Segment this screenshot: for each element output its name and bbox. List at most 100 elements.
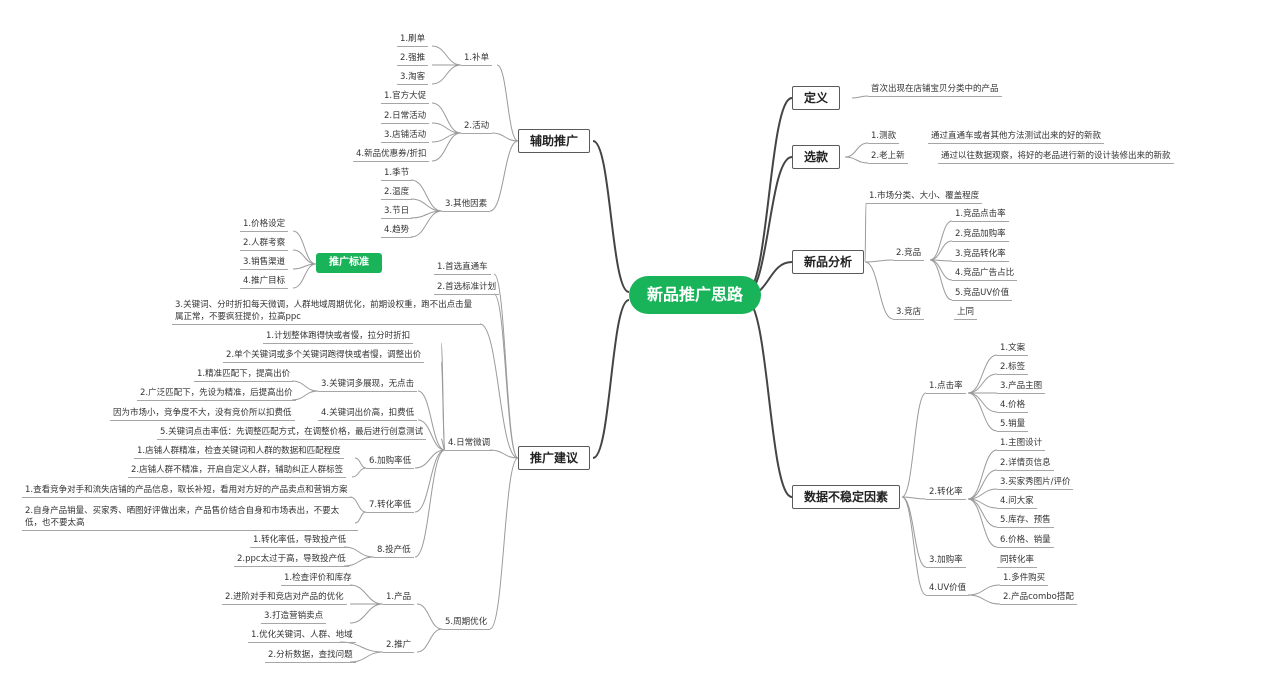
topic-promotion-advice[interactable]: 推广建议 (518, 446, 591, 470)
cvr-item: 2.详情页信息 (997, 458, 1054, 471)
analysis-store: 3.竞店 (893, 307, 925, 320)
connector-line (343, 556, 375, 567)
ctr-item: 4.价格 (997, 400, 1029, 413)
connector-line (929, 259, 953, 281)
cvr-item: 4.问大家 (997, 496, 1037, 509)
act-item: 1.官方大促 (381, 91, 430, 104)
connector-line (351, 467, 367, 478)
unstable-cart: 3.加购率 (926, 555, 966, 568)
g8-item: 2.ppc太过于高，导致投产低 (234, 554, 349, 567)
connector-line (901, 392, 927, 498)
topic-unstable-factors[interactable]: 数据不稳定因素 (792, 485, 901, 509)
selection-2-text: 通过以往数据观察，将好的老品进行新的设计装修出来的新款 (938, 151, 1174, 164)
connector-line (864, 261, 894, 320)
aux-other: 3.其他因素 (442, 199, 491, 212)
connector-line (864, 202, 867, 263)
g4-text: 因为市场小，竞争度不大，没有竞价所以扣费低 (110, 408, 295, 421)
connector-line (417, 419, 446, 451)
connector-line (901, 496, 927, 500)
topic-auxiliary-promotion[interactable]: 辅助推广 (518, 129, 591, 153)
connector-line (967, 392, 998, 432)
connector-line (929, 220, 953, 261)
connector-line (489, 140, 519, 212)
connector-line (440, 361, 446, 451)
cvr-item: 6.价格、销量 (997, 535, 1054, 548)
supp-item: 1.刷单 (397, 34, 429, 47)
aux-supplement: 1.补单 (461, 53, 493, 66)
connector-line (491, 132, 519, 142)
connector-line (901, 496, 927, 596)
other-item: 1.季节 (381, 168, 413, 181)
connector-line (967, 498, 998, 548)
connector-line (292, 263, 317, 289)
connector-line (431, 45, 462, 66)
daily-g5: 5.关键词点击率低：先调整匹配方式，在调整价格，最后进行创意测试 (157, 427, 427, 440)
topic-promotion-standard[interactable]: 推广标准 (316, 253, 382, 273)
unstable-cvr: 2.转化率 (926, 487, 966, 500)
daily-item-1: 1.计划整体跑得快或者慢，拉分时折扣 (263, 331, 414, 344)
connector-line (745, 299, 793, 498)
connector-line (414, 449, 446, 558)
daily-g6: 6.加购率低 (366, 456, 415, 469)
connector-line (354, 511, 367, 524)
ctr-item: 2.标签 (997, 362, 1029, 375)
root-topic[interactable]: 新品推广思路 (629, 276, 762, 314)
analysis-store-text: 上同 (954, 307, 978, 320)
standard-item: 4.推广目标 (240, 276, 289, 289)
selection-2-label: 2.老上新 (868, 151, 908, 164)
connector-line (493, 293, 519, 459)
cvr-item: 3.买家秀图片/评价 (997, 477, 1074, 490)
connector-line (410, 179, 443, 212)
cvr-item: 5.库存、预售 (997, 515, 1054, 528)
prod-item: 1.检查评价和库存 (281, 573, 355, 586)
cvr-item: 1.主图设计 (997, 438, 1046, 451)
prod-item: 3.打造营销卖点 (261, 611, 327, 624)
topic-selection[interactable]: 选款 (792, 145, 841, 169)
connector-line (851, 95, 869, 99)
connector-line (349, 584, 384, 605)
g7-item: 2.自身产品销量、买家秀、晒图好评做出来，产品售价结合自身和市场表出，不要太低，… (22, 505, 358, 531)
uv-item: 1.多件购买 (1000, 573, 1049, 586)
connector-line (431, 64, 462, 85)
topic-new-product-analysis[interactable]: 新品分析 (792, 250, 865, 274)
connector-line (745, 156, 793, 295)
goods-item: 5.竞品UV价值 (952, 288, 1013, 301)
connector-line (479, 323, 519, 459)
g6-item: 2.店铺人群不精准，开启自定义人群，辅助纠正人群标签 (128, 465, 347, 478)
connector-line (844, 142, 869, 158)
connector-line (967, 469, 998, 500)
advice-step-3: 3.关键词、分时折扣每天微调，人群地域周期优化，前期设权重，跑不出点击量属正常，… (172, 299, 483, 325)
connector-line (929, 259, 953, 301)
connector-line (431, 102, 462, 134)
ctr-item: 5.销量 (997, 419, 1029, 432)
connector-line (901, 496, 927, 568)
connector-line (431, 132, 462, 162)
connector-line (349, 603, 384, 624)
advice-step-1: 1.首选直通车 (434, 262, 491, 275)
supp-item: 2.强推 (397, 53, 429, 66)
goods-item: 1.竞品点击率 (952, 209, 1009, 222)
ctr-item: 1.文案 (997, 343, 1029, 356)
analysis-market: 1.市场分类、大小、覆盖程度 (866, 191, 983, 204)
connector-line (414, 449, 446, 469)
connector-line (967, 584, 1001, 596)
connector-line (967, 449, 998, 500)
unstable-ctr: 1.点击率 (926, 381, 966, 394)
aux-activity: 2.活动 (461, 121, 493, 134)
connector-line (410, 198, 443, 212)
connector-line (592, 299, 630, 459)
connector-line (967, 392, 998, 413)
connector-line (410, 210, 443, 238)
g6-item: 1.店铺人群精准，检查关键词和人群的数据和匹配程度 (134, 446, 344, 459)
connector-line (489, 457, 519, 630)
goods-item: 4.竞品广告占比 (952, 268, 1018, 281)
selection-1-text: 通过直通车或者其他方法测试出来的好的新款 (928, 131, 1105, 144)
prod-item: 2.进阶对手和竞店对产品的优化 (222, 592, 347, 605)
daily-g4: 4.关键词出价高，扣费低 (318, 408, 418, 421)
connector-line (416, 603, 443, 630)
g7-item: 1.查看竞争对手和流失店铺的产品信息，取长补短，看用对方好的产品卖点和营销方案 (22, 485, 351, 498)
topic-definition[interactable]: 定义 (792, 86, 841, 110)
selection-1-label: 1.测款 (868, 131, 900, 144)
connector-line (292, 230, 317, 265)
